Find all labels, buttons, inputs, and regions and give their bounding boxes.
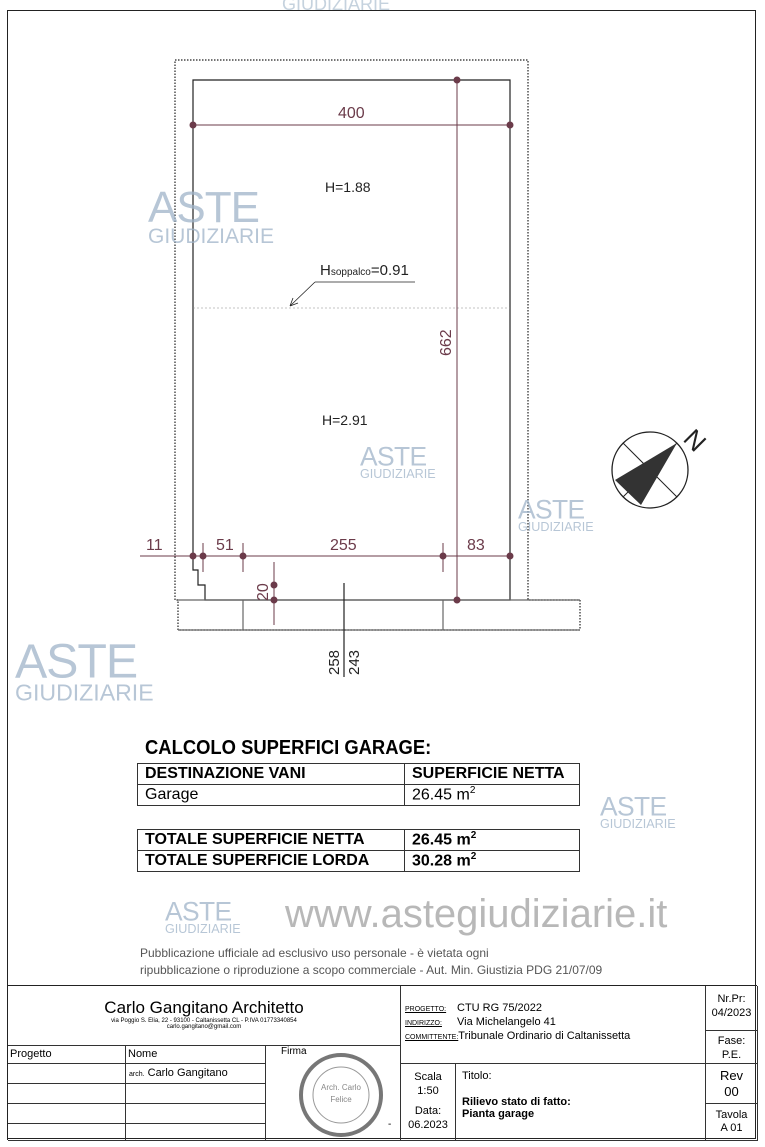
site-watermark: www.astegiudiziarie.it bbox=[285, 892, 668, 936]
firm-email: carlo.gangitano@gmail.com bbox=[166, 1024, 242, 1030]
inner-room-outline bbox=[192, 79, 511, 601]
project-info: PROGETTO:CTU RG 75/2022 INDIRIZZO:Via Mi… bbox=[401, 986, 706, 1064]
firm-cell: Carlo Gangitano Architetto via Poggio S.… bbox=[8, 986, 401, 1046]
height-lower: H=2.91 bbox=[322, 412, 368, 428]
firm-name: Carlo Gangitano Architetto bbox=[104, 998, 304, 1017]
dim-length: 662 bbox=[438, 329, 455, 356]
title-block: Carlo Gangitano Architetto via Poggio S.… bbox=[7, 985, 758, 1141]
header-superficie: SUPERFICIE NETTA bbox=[404, 763, 580, 785]
leader-arrow bbox=[289, 281, 415, 307]
dim-step: 20 bbox=[255, 583, 272, 601]
h-soppalco-sub: soppalco bbox=[331, 267, 371, 278]
svg-text:Hsoppalco=0.91: Hsoppalco=0.91 bbox=[320, 262, 409, 279]
dim-bottom-4: 83 bbox=[467, 537, 485, 554]
fase-cell: Fase:P.E. bbox=[706, 1031, 758, 1064]
dim-bottom-3: 255 bbox=[330, 537, 357, 554]
nrpr-cell: Nr.Pr:04/2023 bbox=[706, 986, 758, 1031]
dim-bottom-1: 11 bbox=[146, 537, 163, 554]
calc-title: CALCOLO SUPERFICI GARAGE: bbox=[145, 737, 432, 759]
arch-name-cell: arch. Carlo Gangitano bbox=[126, 1064, 266, 1084]
height-main: H=1.88 bbox=[325, 179, 371, 195]
north-compass-icon: N bbox=[611, 423, 712, 509]
notice-line-1: Pubblicazione ufficiale ad esclusivo uso… bbox=[140, 946, 489, 960]
svg-text:Felice: Felice bbox=[330, 1095, 352, 1104]
titolo-cell: Titolo: Rilievo stato di fatto: Pianta g… bbox=[456, 1064, 706, 1141]
sheet-frame bbox=[7, 10, 756, 1139]
nome-label: Nome bbox=[126, 1046, 266, 1064]
h-soppalco-prefix: H bbox=[320, 262, 331, 279]
progetto-label: Progetto bbox=[8, 1046, 126, 1064]
dim-a: 258 bbox=[326, 650, 343, 675]
outer-wall-outline bbox=[174, 59, 581, 631]
dim-b: 243 bbox=[346, 650, 363, 675]
h-soppalco-value: =0.91 bbox=[371, 262, 409, 279]
dash: - bbox=[388, 1119, 392, 1130]
notice-line-2: ripubblicazione o riproduzione a scopo c… bbox=[140, 963, 603, 977]
header-destinazione: DESTINAZIONE VANI bbox=[137, 763, 405, 785]
svg-text:Arch. Carlo: Arch. Carlo bbox=[321, 1083, 362, 1092]
floor-plan: 400 662 11 51 255 83 20 H=1.88 Hsoppalco… bbox=[140, 59, 712, 677]
dim-width: 400 bbox=[338, 105, 365, 122]
dim-bottom-2: 51 bbox=[216, 537, 234, 554]
firm-address: via Poggio S. Elia, 22 - 93100 - Caltani… bbox=[111, 1018, 297, 1024]
